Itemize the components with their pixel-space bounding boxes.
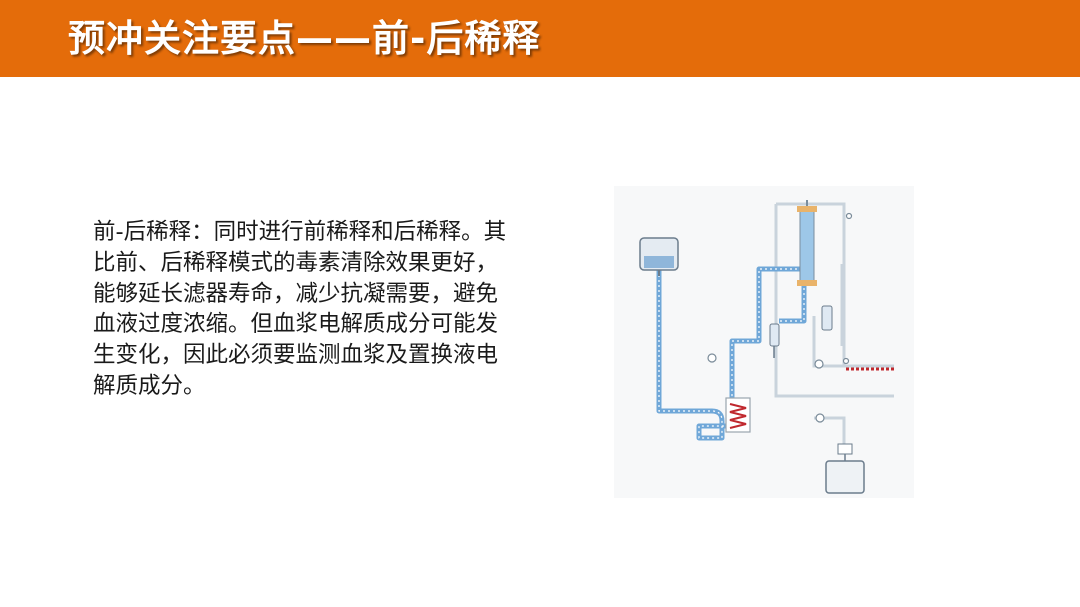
- body-paragraph: 前-后稀释：同时进行前稀释和后稀释。其比前、后稀释模式的毒素清除效果更好，能够延…: [93, 219, 507, 399]
- page-title: 预冲关注要点——前-后稀释: [68, 17, 541, 60]
- pressure-gauge-icon: [707, 212, 853, 423]
- fluid-bag-icon: [639, 237, 679, 276]
- heater-coil-icon: [725, 397, 751, 433]
- hemofilter-icon: [797, 200, 817, 286]
- circuit-diagram: [614, 186, 914, 498]
- title-bar: 预冲关注要点——前-后稀释: [0, 0, 1080, 77]
- drip-chamber-icon: [769, 305, 833, 358]
- collection-bag-icon: [825, 443, 865, 494]
- circuit-diagram-svg: [614, 186, 914, 498]
